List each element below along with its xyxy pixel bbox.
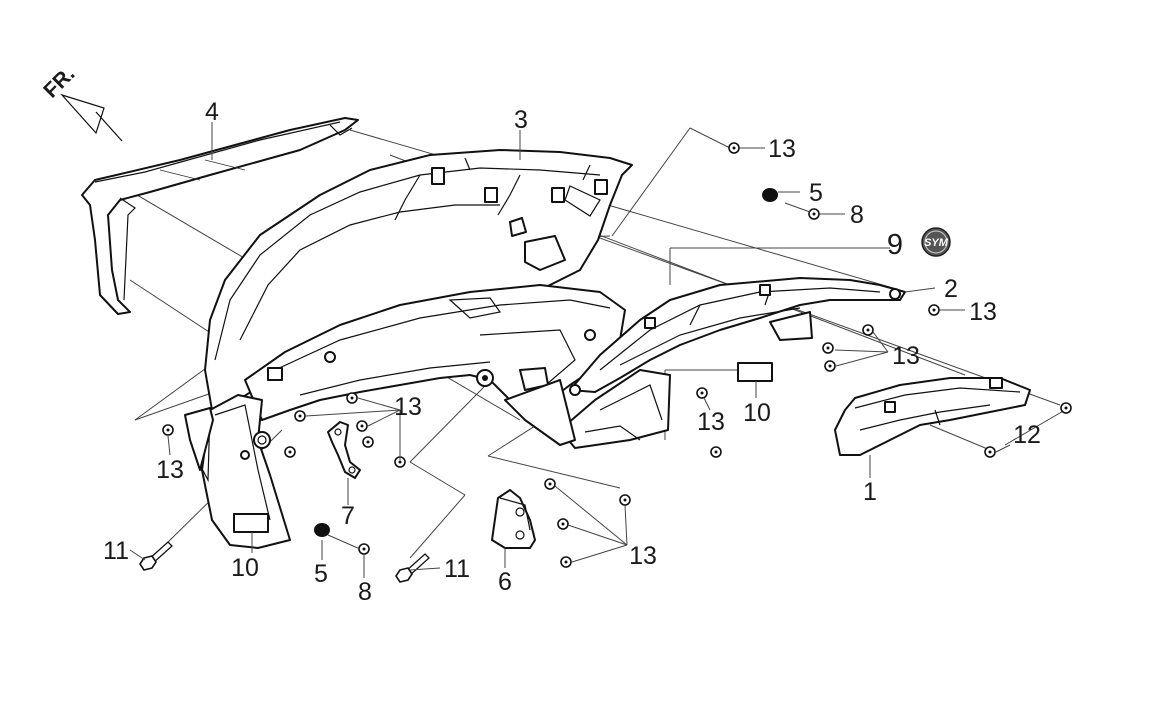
screw-13-right-c	[824, 360, 836, 372]
screw-13-bottom-d	[560, 556, 572, 568]
part-10-label-left	[233, 513, 269, 533]
callout-part-13-right-upper: 13	[969, 298, 997, 326]
screw-13-top	[728, 142, 740, 154]
part-5-grommet-bottom	[314, 523, 330, 537]
screw-13-right-b	[822, 342, 834, 354]
screw-13-bottom-c	[557, 518, 569, 530]
callout-part-5-top: 5	[809, 179, 823, 207]
callout-part-11-center: 11	[444, 555, 470, 583]
callout-part-12: 12	[1013, 421, 1041, 449]
screw-13-left-a	[346, 392, 358, 404]
screw-8-top	[808, 208, 820, 220]
screw-12-b	[984, 446, 996, 458]
part-7-bracket	[327, 421, 361, 479]
part-5-grommet-top	[762, 188, 778, 202]
screw-13-left-d	[362, 436, 374, 448]
screw-13-left-b	[294, 410, 306, 422]
screw-13-center-right-b	[710, 446, 722, 458]
callout-part-1: 1	[863, 478, 877, 506]
part-11-bolt-left	[139, 541, 173, 571]
callout-part-13-right-middle: 13	[892, 342, 920, 370]
sym-logo: SYM	[921, 227, 951, 257]
callout-part-8-top: 8	[850, 201, 864, 229]
screw-13-left-e	[284, 446, 296, 458]
callout-part-10-left: 10	[231, 554, 259, 582]
part-11-bolt-center	[395, 553, 430, 583]
callout-part-13-far-left: 13	[156, 456, 184, 484]
screw-13-bottom-b	[619, 494, 631, 506]
screw-12-a	[1060, 402, 1072, 414]
front-direction-label: FR.	[39, 62, 79, 102]
callout-part-8-bottom: 8	[358, 578, 372, 606]
callout-part-6: 6	[498, 568, 512, 596]
callout-part-2: 2	[944, 275, 958, 303]
part-10-label-right	[737, 362, 773, 382]
part-4-rear-wing	[81, 117, 359, 315]
callout-part-4: 4	[205, 98, 219, 126]
screw-13-right-upper	[928, 304, 940, 316]
callout-part-13-center-right: 13	[697, 408, 725, 436]
center-inner-frame	[244, 284, 626, 421]
callout-part-13-top: 13	[768, 135, 796, 163]
callout-part-13-left-cluster: 13	[394, 393, 422, 421]
callout-part-11-left: 11	[103, 537, 129, 565]
callout-leaders	[129, 122, 1011, 578]
callout-numbers: 4 3 13 5 8 9 2 13 13 10 13 12 1 13 13 7 …	[103, 98, 1041, 606]
callout-part-5-bottom: 5	[314, 560, 328, 588]
screw-13-left-c	[356, 420, 368, 432]
direction-arrow-icon	[60, 93, 105, 135]
part-2-right-cover	[504, 277, 906, 449]
callout-part-9: 9	[887, 229, 903, 261]
screw-13-right-a	[862, 324, 874, 336]
left-lower-side-panel	[184, 394, 291, 549]
screw-8-bottom	[358, 543, 370, 555]
screw-13-center-right-a	[696, 387, 708, 399]
part-1-bottom-cover	[834, 377, 1031, 456]
screw-13-far-left	[162, 424, 174, 436]
callout-part-10-right: 10	[743, 399, 771, 427]
front-direction-indicator: FR.	[39, 62, 123, 142]
screw-13-bottom-a	[544, 478, 556, 490]
callout-part-13-bottom-center: 13	[629, 542, 657, 570]
logo-text: SYM	[924, 237, 949, 249]
part-6-mount-bracket	[491, 489, 536, 549]
callout-part-3: 3	[514, 106, 528, 134]
callout-part-7: 7	[341, 502, 355, 530]
